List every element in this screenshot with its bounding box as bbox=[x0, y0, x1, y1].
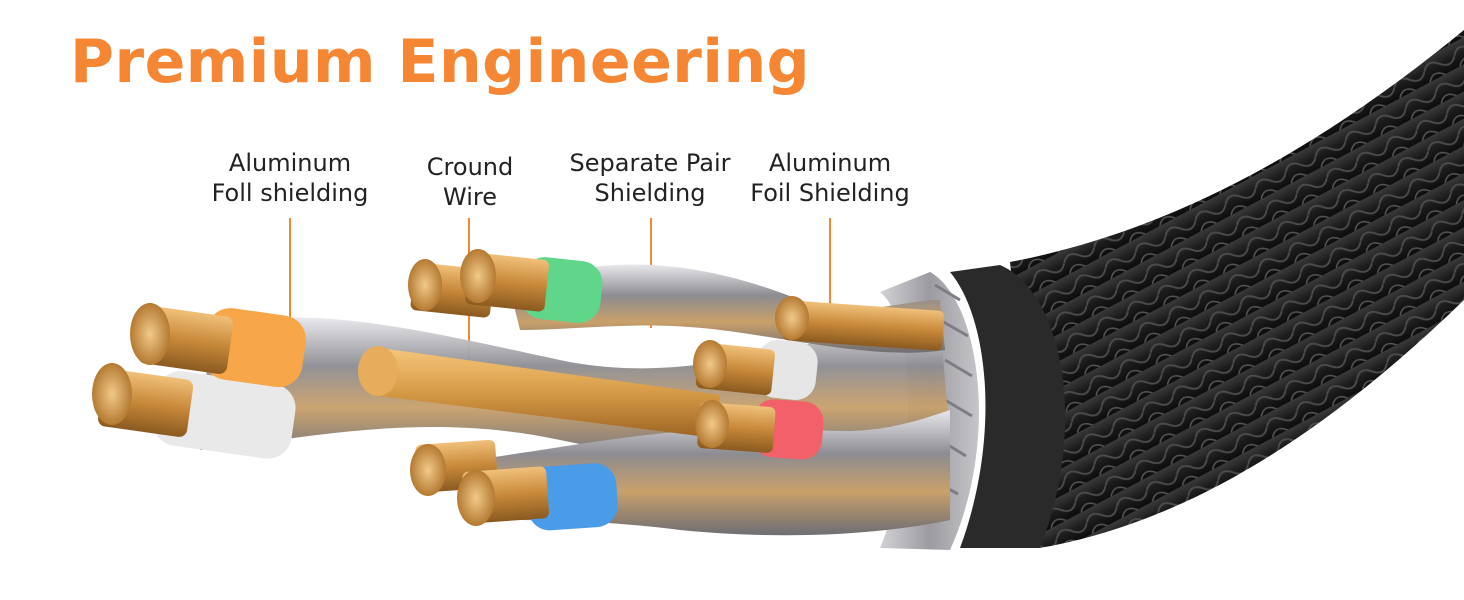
callout-label-line2: Wire bbox=[443, 183, 497, 211]
callout-label-line1: Aluminum bbox=[768, 149, 892, 177]
copper-end-top-right bbox=[775, 296, 809, 340]
callout-label-line1: Aluminum bbox=[228, 149, 352, 177]
callout-aluminum-foil-pair: Aluminum Foll shielding bbox=[200, 148, 380, 208]
braided-jacket bbox=[1010, 30, 1464, 548]
callout-label-line1: Cround bbox=[426, 153, 514, 181]
callout-ground-wire: Cround Wire bbox=[400, 152, 540, 212]
leader-line-aluminum-foil-overall bbox=[829, 218, 831, 308]
copper-end-white-right bbox=[693, 340, 727, 388]
copper-end-blue-back bbox=[410, 444, 446, 496]
callout-separate-pair-shielding: Separate Pair Shielding bbox=[560, 148, 740, 208]
ground-wire bbox=[372, 348, 720, 438]
page-title: Premium Engineering bbox=[70, 27, 811, 97]
leader-line-aluminum-foil-pair bbox=[289, 218, 291, 328]
ground-wire-end bbox=[358, 346, 398, 396]
copper-end-white bbox=[92, 363, 132, 425]
jacket-end bbox=[950, 265, 1066, 548]
copper-end-blue bbox=[457, 470, 495, 526]
copper-end-green bbox=[460, 249, 496, 303]
callout-label-line2: Shielding bbox=[594, 179, 706, 207]
copper-strands-top-right bbox=[782, 300, 945, 351]
copper-end-orange bbox=[130, 303, 170, 365]
blue-insulation bbox=[526, 463, 618, 531]
callout-label-line2: Foll shielding bbox=[211, 179, 369, 207]
copper-end-red bbox=[695, 400, 729, 448]
callout-label-line1: Separate Pair bbox=[569, 149, 731, 177]
callout-label-line2: Foil Shielding bbox=[750, 179, 910, 207]
copper-end-green-back bbox=[408, 259, 442, 311]
callout-aluminum-foil-overall: Aluminum Foil Shielding bbox=[740, 148, 920, 208]
